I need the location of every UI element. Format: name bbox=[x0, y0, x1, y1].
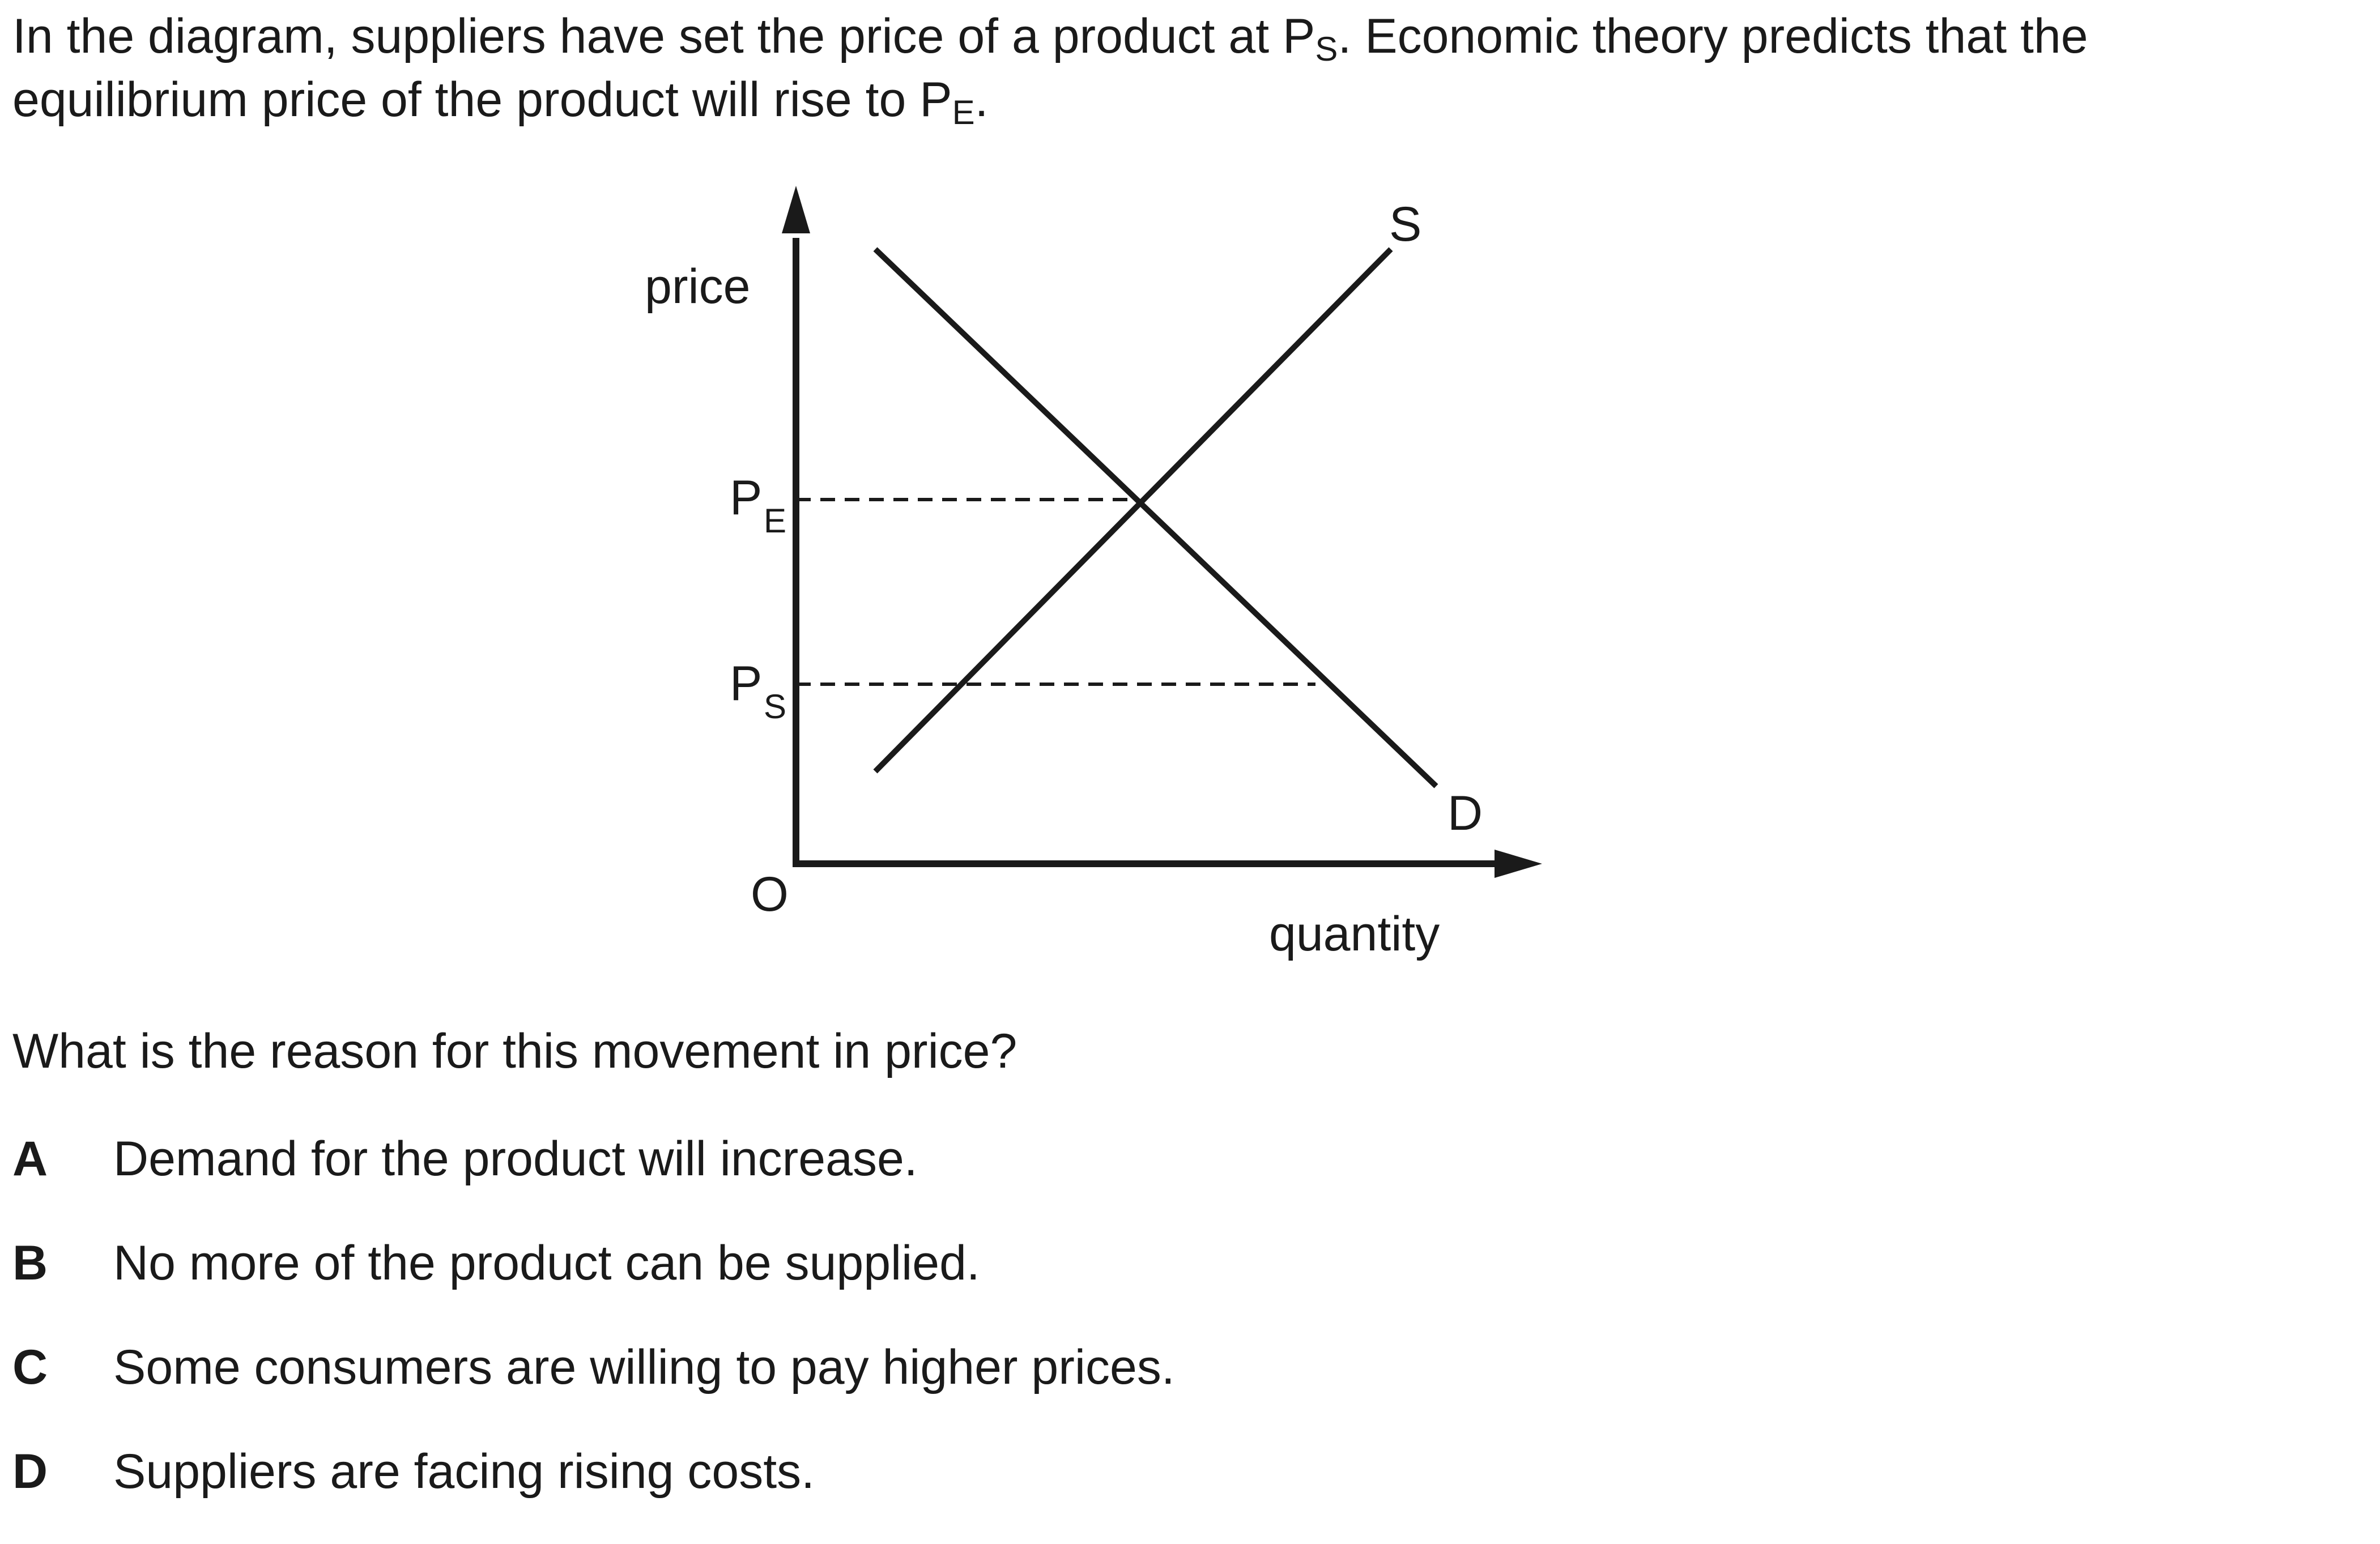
demand-curve bbox=[873, 247, 1438, 788]
answer-options: A Demand for the product will increase. … bbox=[12, 1127, 1175, 1544]
option-c[interactable]: C Some consumers are willing to pay high… bbox=[12, 1336, 1175, 1440]
x-axis-arrowhead bbox=[1495, 850, 1542, 878]
ps-label-subscript: S bbox=[764, 688, 786, 726]
pe-label-subscript: E bbox=[764, 502, 786, 540]
demand-curve-label: D bbox=[1447, 786, 1483, 841]
ps-label: P bbox=[730, 656, 762, 711]
pe-label: P bbox=[730, 471, 762, 525]
option-text: No more of the product can be supplied. bbox=[113, 1236, 980, 1290]
stem-text-1: In the diagram, suppliers have set the p… bbox=[12, 9, 1315, 63]
question-stem: In the diagram, suppliers have set the p… bbox=[12, 5, 2335, 131]
option-letter: C bbox=[12, 1340, 48, 1394]
option-text: Some consumers are willing to pay higher… bbox=[113, 1340, 1175, 1394]
option-letter: B bbox=[12, 1236, 48, 1290]
stem-text-2: . Economic theory predicts that the bbox=[1338, 9, 2088, 63]
supply-demand-diagram: price quantity O P E P S S D bbox=[645, 186, 1542, 961]
stem-text-4: . bbox=[974, 72, 989, 127]
option-d[interactable]: D Suppliers are facing rising costs. bbox=[12, 1440, 1175, 1544]
option-text: Suppliers are facing rising costs. bbox=[113, 1444, 815, 1499]
question-text: What is the reason for this movement in … bbox=[12, 1024, 1017, 1078]
option-a[interactable]: A Demand for the product will increase. bbox=[12, 1127, 1175, 1231]
origin-label: O bbox=[751, 867, 789, 922]
option-letter: A bbox=[12, 1132, 48, 1186]
supply-curve bbox=[873, 247, 1393, 774]
stem-text-3: equilibrium price of the product will ri… bbox=[12, 72, 952, 127]
stem-subscript-e: E bbox=[952, 93, 975, 131]
option-b[interactable]: B No more of the product can be supplied… bbox=[12, 1231, 1175, 1336]
y-axis-arrowhead bbox=[782, 186, 810, 233]
option-text: Demand for the product will increase. bbox=[113, 1132, 918, 1186]
supply-curve-label: S bbox=[1389, 197, 1421, 251]
stem-subscript-s: S bbox=[1315, 30, 1338, 68]
y-axis-label: price bbox=[645, 259, 750, 314]
option-letter: D bbox=[12, 1444, 48, 1499]
x-axis-label: quantity bbox=[1269, 907, 1440, 961]
